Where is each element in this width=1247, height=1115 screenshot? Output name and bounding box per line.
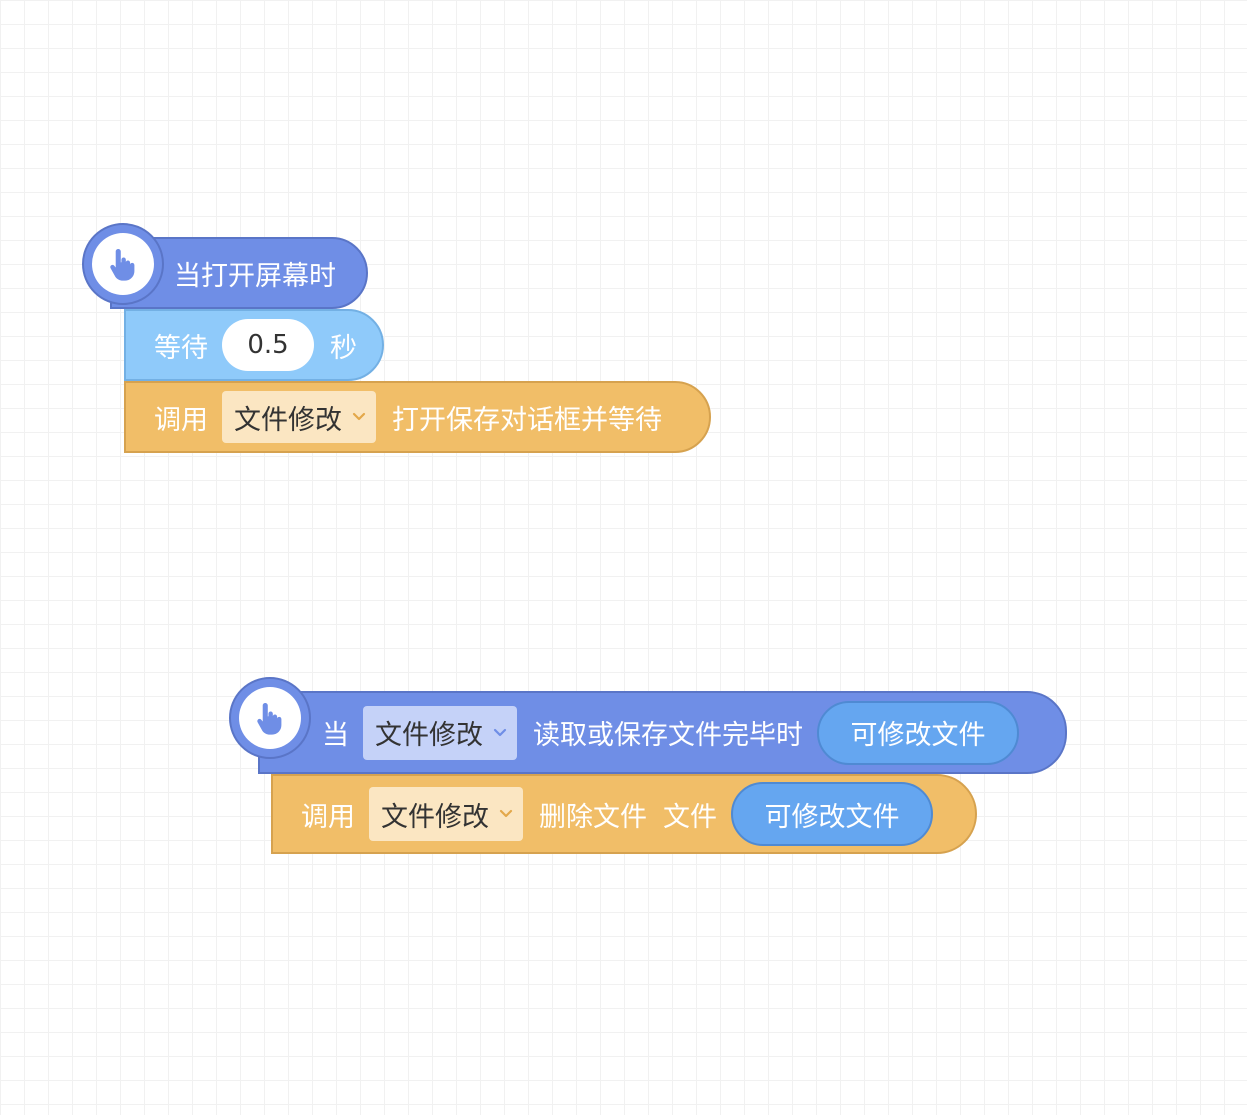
call-label: 调用: [301, 801, 355, 833]
event-label: 当打开屏幕时: [174, 260, 336, 292]
call-component-dropdown[interactable]: 文件修改: [369, 787, 523, 841]
component-dropdown[interactable]: 文件修改: [222, 391, 376, 443]
call-label: 调用: [154, 404, 208, 436]
when-label: 当: [322, 720, 349, 751]
event-hat[interactable]: [229, 677, 311, 759]
event-component-dropdown-label: 文件修改: [375, 720, 483, 751]
wait-unit: 秒: [330, 332, 357, 364]
chevron-down-icon: [352, 412, 366, 422]
component-dropdown-label: 文件修改: [234, 404, 342, 436]
open-save-dialog-call-block[interactable]: 调用 文件修改 打开保存对话框并等待: [124, 381, 711, 453]
event-hat[interactable]: [82, 223, 164, 305]
event-component-dropdown[interactable]: 文件修改: [363, 705, 517, 760]
delete-file-call-block[interactable]: 调用 文件修改 删除文件 文件 可修改文件: [271, 774, 977, 854]
call-component-dropdown-label: 文件修改: [381, 801, 489, 833]
wait-seconds-input[interactable]: 0.5: [222, 319, 314, 371]
pointing-hand-icon: [104, 245, 142, 283]
chevron-down-icon: [493, 728, 507, 738]
chevron-down-icon: [499, 809, 513, 819]
action-label: 打开保存对话框并等待: [392, 404, 662, 436]
wait-label: 等待: [154, 332, 208, 364]
file-arg-pill[interactable]: 可修改文件: [731, 782, 933, 846]
pointing-hand-icon: [251, 699, 289, 737]
file-done-event-label: 读取或保存文件完毕时: [533, 720, 803, 751]
delete-action-label: 删除文件: [539, 801, 647, 833]
event-param-pill[interactable]: 可修改文件: [817, 700, 1019, 765]
file-arg-label: 文件: [663, 801, 717, 833]
file-done-event-block[interactable]: 当 文件修改 读取或保存文件完毕时 可修改文件: [258, 691, 1067, 774]
wait-block[interactable]: 等待 0.5 秒: [124, 309, 384, 381]
